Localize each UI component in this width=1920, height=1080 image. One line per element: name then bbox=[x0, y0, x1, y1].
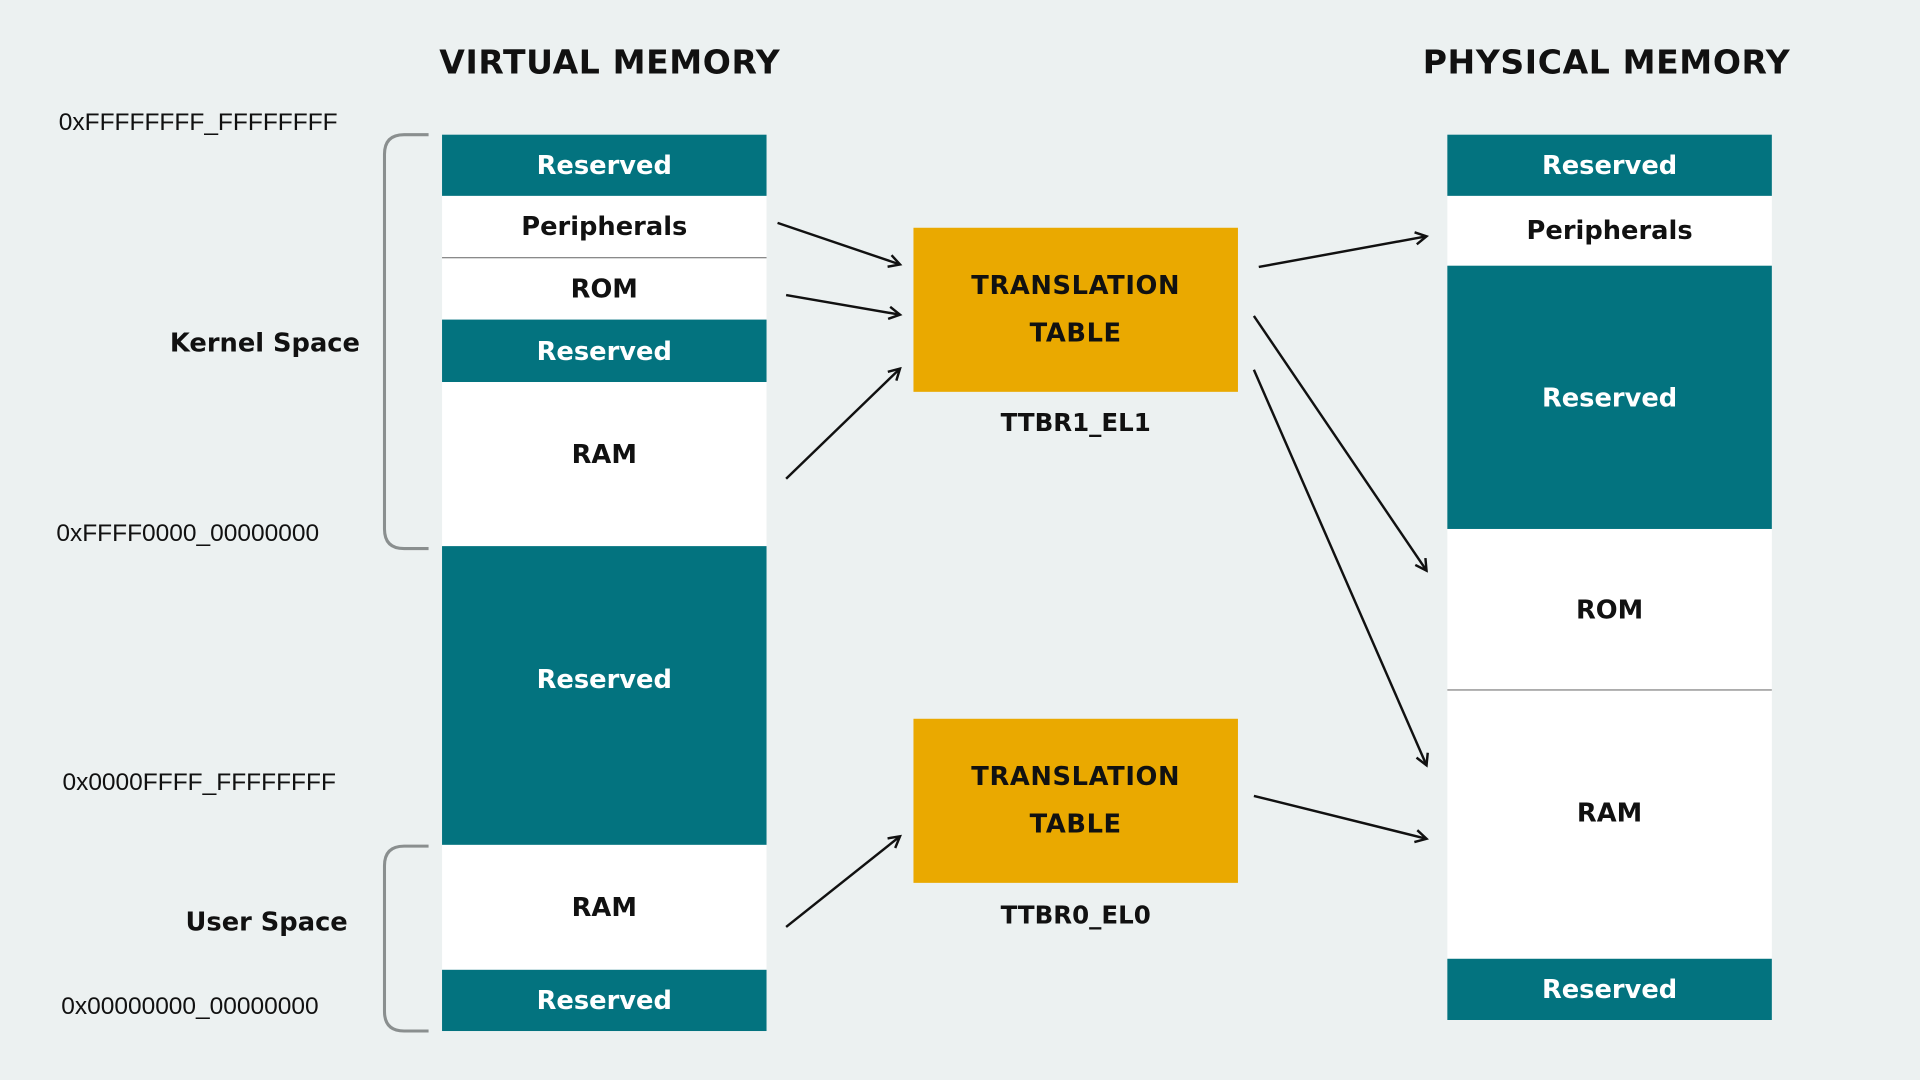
virtual-memory-title: VIRTUAL MEMORY bbox=[439, 44, 781, 83]
address-label: 0x0000FFFF_FFFFFFFF bbox=[62, 768, 336, 796]
user-space-bracket bbox=[382, 844, 429, 1033]
translation-table-label: TRANSLATION bbox=[971, 270, 1181, 301]
virtual-block-rom: ROM bbox=[442, 258, 767, 320]
physical-memory-title: PHYSICAL MEMORY bbox=[1422, 44, 1791, 83]
virtual-block-peripherals: Peripherals bbox=[442, 195, 767, 259]
arrow bbox=[785, 293, 900, 315]
virtual-block-ram: RAM bbox=[442, 382, 767, 547]
arrow bbox=[1252, 315, 1427, 571]
translation-table-ttbr0: TRANSLATION TABLE bbox=[913, 718, 1238, 883]
virtual-block-ram: RAM bbox=[442, 844, 767, 970]
address-label: 0xFFFF0000_00000000 bbox=[56, 520, 320, 548]
arrow bbox=[777, 221, 900, 265]
kernel-space-bracket bbox=[382, 133, 429, 551]
register-label: TTBR1_EL1 bbox=[1000, 407, 1151, 438]
translation-table-label: TABLE bbox=[1029, 809, 1122, 839]
user-space-label: User Space bbox=[185, 907, 348, 937]
arrow bbox=[1252, 369, 1427, 766]
arrow bbox=[1258, 236, 1427, 269]
translation-table-label: TRANSLATION bbox=[971, 761, 1181, 792]
virtual-block-reserved: Reserved bbox=[442, 546, 767, 845]
address-label: 0xFFFFFFFF_FFFFFFFF bbox=[58, 108, 338, 136]
register-label: TTBR0_EL0 bbox=[1000, 900, 1151, 930]
arrow bbox=[785, 836, 900, 928]
physical-block-peripherals: Peripherals bbox=[1447, 195, 1772, 266]
virtual-block-reserved: Reserved bbox=[442, 319, 767, 383]
translation-table-label: TABLE bbox=[1029, 318, 1122, 348]
physical-block-ram: RAM bbox=[1447, 690, 1772, 959]
kernel-space-label: Kernel Space bbox=[169, 328, 361, 358]
physical-block-rom: ROM bbox=[1447, 528, 1772, 691]
physical-block-reserved: Reserved bbox=[1447, 265, 1772, 529]
arrow bbox=[785, 369, 900, 480]
physical-block-reserved: Reserved bbox=[1447, 958, 1772, 1021]
virtual-block-reserved: Reserved bbox=[442, 969, 767, 1032]
arrow bbox=[1253, 794, 1427, 839]
address-label: 0x00000000_00000000 bbox=[61, 993, 319, 1021]
translation-table-ttbr1: TRANSLATION TABLE bbox=[913, 227, 1238, 392]
physical-block-reserved: Reserved bbox=[1447, 134, 1772, 196]
virtual-block-reserved: Reserved bbox=[442, 134, 767, 196]
